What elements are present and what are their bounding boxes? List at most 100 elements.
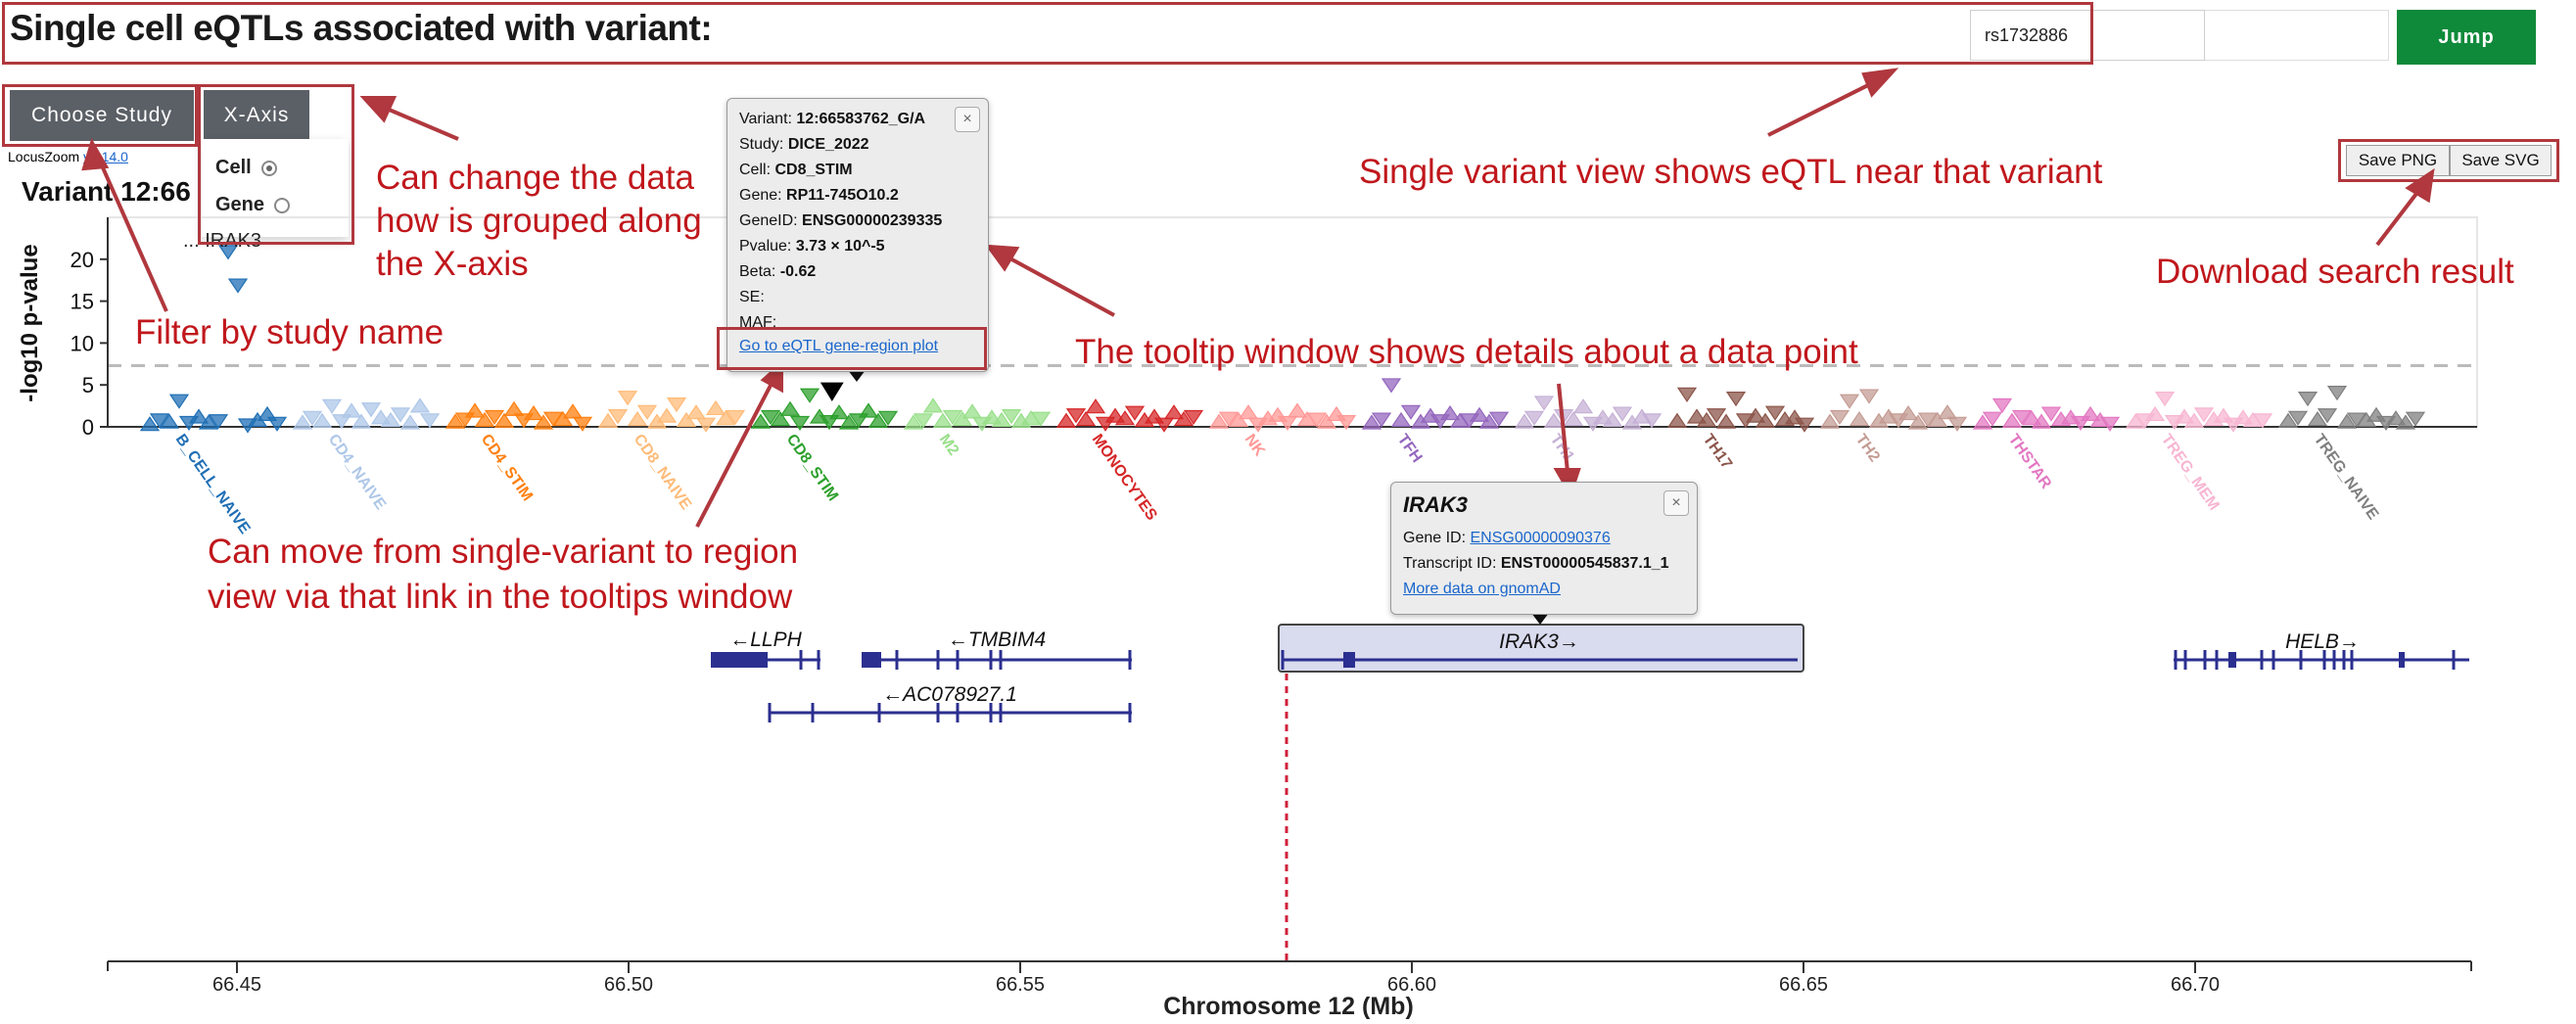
eqtl-point[interactable] [1514, 413, 1535, 429]
eqtl-point[interactable] [942, 409, 963, 426]
go-to-gene-region-link[interactable]: Go to eQTL gene-region plot [739, 338, 939, 354]
eqtl-point[interactable] [1927, 411, 1948, 428]
eqtl-point[interactable] [1849, 410, 1870, 427]
eqtl-point[interactable] [1469, 406, 1490, 422]
jump-button[interactable]: Jump [2397, 10, 2536, 65]
eqtl-point[interactable] [1306, 412, 1328, 428]
eqtl-point[interactable] [656, 407, 678, 423]
eqtl-point[interactable] [799, 388, 820, 403]
eqtl-point[interactable] [159, 413, 180, 429]
eqtl-point[interactable] [503, 400, 525, 416]
eqtl-point[interactable] [1686, 408, 1708, 424]
eqtl-point[interactable] [607, 409, 629, 425]
eqtl-point[interactable] [351, 413, 372, 429]
eqtl-point[interactable] [331, 414, 352, 430]
eqtl-point[interactable] [725, 409, 746, 426]
eqtl-point[interactable] [1641, 413, 1663, 429]
eqtl-point[interactable] [1543, 412, 1565, 428]
eqtl-point[interactable] [1819, 413, 1841, 429]
eqtl-point[interactable] [2252, 413, 2273, 429]
eqtl-point[interactable] [1602, 411, 1623, 428]
selected-eqtl-point[interactable] [820, 382, 844, 402]
eqtl-point[interactable] [2405, 411, 2426, 427]
eqtl-point[interactable] [493, 412, 515, 428]
eqtl-point[interactable] [1400, 404, 1422, 420]
eqtl-point[interactable] [2001, 412, 2023, 428]
eqtl-point[interactable] [838, 414, 860, 430]
eqtl-point[interactable] [1316, 413, 1337, 429]
eqtl-point[interactable] [1335, 415, 1357, 431]
eqtl-point[interactable] [311, 412, 333, 428]
eqtl-point[interactable] [913, 413, 934, 429]
eqtl-point[interactable] [779, 400, 801, 416]
eqtl-point[interactable] [1612, 406, 1633, 422]
eqtl-point[interactable] [1666, 412, 1688, 428]
gene-helb[interactable]: HELB→ [2174, 630, 2469, 670]
x-axis-button[interactable]: X-Axis [204, 90, 309, 141]
gene-llph[interactable]: ←LLPH [711, 628, 820, 670]
eqtl-point[interactable] [922, 397, 944, 413]
eqtl-point[interactable] [750, 413, 772, 429]
eqtl-point[interactable] [2287, 410, 2309, 426]
eqtl-point[interactable] [1183, 409, 1204, 426]
eqtl-point[interactable] [1114, 410, 1136, 426]
gene-irak3[interactable]: IRAK3→ [1281, 630, 1798, 670]
eqtl-point[interactable] [1946, 416, 1968, 432]
gene-tooltip-close-icon[interactable]: × [1663, 490, 1689, 516]
eqtl-point[interactable] [903, 414, 924, 430]
eqtl-point[interactable] [2040, 406, 2062, 422]
eqtl-point[interactable] [1371, 412, 1392, 428]
eqtl-point[interactable] [2144, 405, 2166, 422]
eqtl-point[interactable] [1030, 411, 1052, 427]
search-input-extension[interactable] [2205, 10, 2389, 61]
eqtl-point[interactable] [2317, 408, 2338, 424]
eqtl-point[interactable] [1238, 404, 1259, 420]
eqtl-point[interactable] [1563, 410, 1584, 427]
eqtl-point[interactable] [1153, 417, 1175, 433]
eqtl-point[interactable] [1696, 411, 1717, 428]
eqtl-point[interactable] [1361, 414, 1382, 430]
eqtl-point[interactable] [666, 397, 687, 413]
eqtl-point[interactable] [1277, 415, 1298, 432]
eqtl-point[interactable] [705, 399, 726, 416]
eqtl-point[interactable] [1972, 414, 1993, 430]
eqtl-point[interactable] [360, 402, 382, 418]
eqtl-point[interactable] [2080, 405, 2101, 422]
eqtl-point[interactable] [266, 416, 288, 432]
eqtl-point[interactable] [2297, 392, 2318, 407]
gnomad-link[interactable]: More data on gnomAD [1403, 581, 1561, 597]
eqtl-point[interactable] [1055, 412, 1077, 428]
eqtl-point[interactable] [409, 397, 431, 413]
eqtl-point[interactable] [789, 415, 811, 432]
eqtl-point[interactable] [474, 411, 495, 428]
eqtl-point[interactable] [1907, 414, 1929, 430]
eqtl-point[interactable] [877, 410, 899, 426]
eqtl-point[interactable] [1124, 405, 1146, 421]
eqtl-point[interactable] [1706, 408, 1727, 424]
eqtl-point[interactable] [685, 404, 707, 420]
eqtl-point[interactable] [2183, 412, 2205, 428]
x-axis-option-gene[interactable]: Gene [215, 194, 291, 216]
eqtl-point[interactable] [1897, 404, 1919, 421]
eqtl-point[interactable] [952, 410, 973, 427]
eqtl-point[interactable] [1488, 411, 1510, 427]
gene-tmbim4[interactable]: ←TMBIM4 [862, 628, 1132, 670]
gene-ac078927[interactable]: ←AC078927.1 [768, 683, 1132, 722]
eqtl-point[interactable] [1163, 404, 1185, 420]
eqtl-point[interactable] [1523, 410, 1545, 426]
eqtl-point[interactable] [2346, 412, 2367, 428]
eqtl-point[interactable] [2174, 408, 2195, 424]
eqtl-point[interactable] [2011, 409, 2033, 426]
eqtl-point[interactable] [1439, 404, 1461, 421]
eqtl-point[interactable] [1725, 392, 1747, 407]
eqtl-point[interactable] [1764, 405, 1786, 421]
eqtl-point[interactable] [208, 414, 229, 430]
eqtl-point[interactable] [380, 411, 401, 428]
eqtl-point[interactable] [149, 413, 170, 429]
eqtl-point[interactable] [1287, 402, 1308, 418]
eqtl-point[interactable] [627, 410, 648, 427]
eqtl-point[interactable] [770, 410, 791, 427]
eqtl-point[interactable] [198, 414, 219, 430]
eqtl-point[interactable] [572, 416, 593, 432]
eqtl-point[interactable] [1228, 411, 1249, 428]
